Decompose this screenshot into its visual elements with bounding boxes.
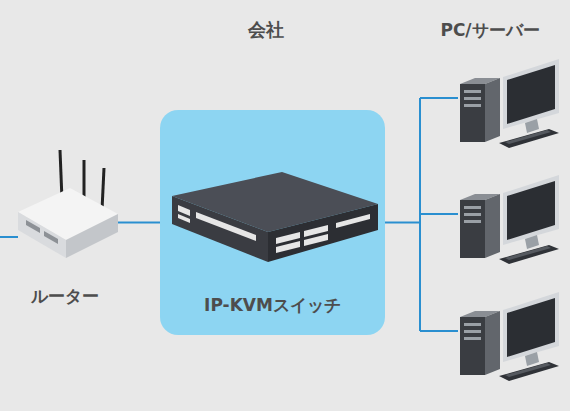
wire <box>420 97 458 99</box>
pc-server-group: PC/サーバー <box>420 15 570 395</box>
node-label: PC/サーバー <box>420 19 570 42</box>
wire <box>0 236 18 238</box>
router-illustration <box>18 150 118 258</box>
node-label: IP-KVMスイッチ <box>160 294 385 317</box>
pc-illustration <box>460 59 559 148</box>
connector-line <box>385 222 420 224</box>
wire <box>420 213 458 215</box>
node-label: ルーター <box>12 285 118 308</box>
wire <box>420 330 458 332</box>
kvm-switch-box: IP-KVMスイッチ <box>160 110 385 335</box>
diagram-title: 会社 <box>216 18 316 42</box>
connector-line <box>118 222 160 224</box>
pc-illustration <box>460 175 559 264</box>
pc-illustration <box>460 292 559 381</box>
router-node: ルーター <box>12 135 118 310</box>
